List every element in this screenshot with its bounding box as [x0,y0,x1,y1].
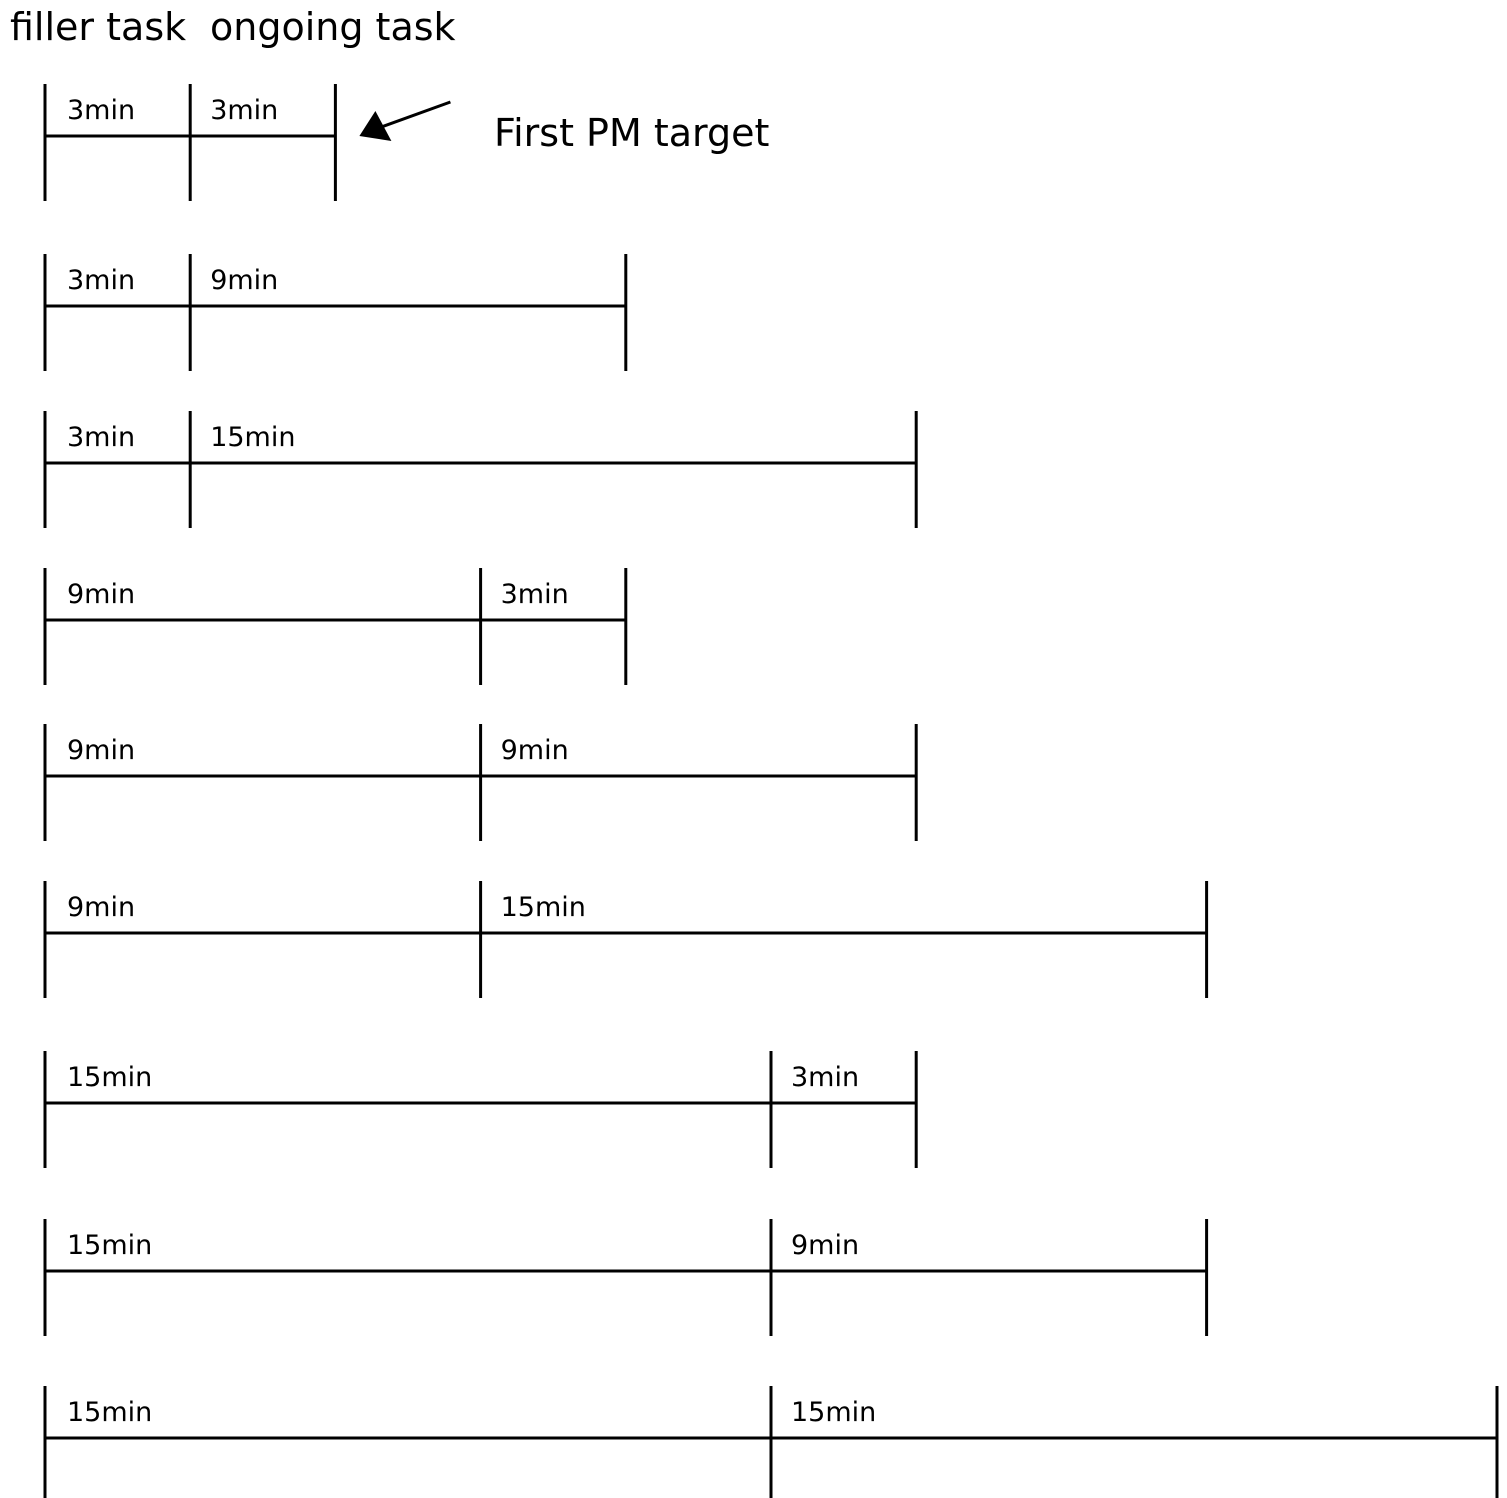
filler-duration-label: 15min [67,1230,152,1261]
ongoing-duration-label: 9min [210,265,278,296]
filler-duration-label: 9min [67,579,135,610]
filler-duration-label: 3min [67,95,135,126]
filler-duration-label: 15min [67,1397,152,1428]
ongoing-duration-label: 15min [210,422,295,453]
filler-duration-label: 9min [67,892,135,923]
ongoing-duration-label: 15min [501,892,586,923]
filler-duration-label: 3min [67,422,135,453]
filler-duration-label: 3min [67,265,135,296]
filler-task-header: filler task [10,5,186,49]
ongoing-duration-label: 3min [501,579,569,610]
timeline-row-4: 9min 3min [43,568,628,685]
timeline-row-6: 9min 15min [43,881,1209,998]
ongoing-duration-label: 9min [501,735,569,766]
arrow-head-icon [359,111,392,141]
first-pm-target-label: First PM target [494,111,769,155]
pm-target-annotation: First PM target [359,100,769,155]
timeline-row-2: 3min 9min [43,254,628,371]
timeline-row-9: 15min 15min [43,1386,1499,1498]
timeline-row-7: 15min 3min [43,1051,918,1168]
timeline-row-8: 15min 9min [43,1219,1209,1336]
timeline-row-1: 3min 3min [43,84,337,201]
filler-duration-label: 9min [67,735,135,766]
timeline-row-5: 9min 9min [43,724,918,841]
ongoing-duration-label: 3min [791,1062,859,1093]
ongoing-duration-label: 3min [210,95,278,126]
ongoing-task-header: ongoing task [210,5,456,49]
filler-duration-label: 15min [67,1062,152,1093]
arrow-shaft [380,100,451,129]
ongoing-duration-label: 15min [791,1397,876,1428]
ongoing-duration-label: 9min [791,1230,859,1261]
timeline-row-3: 3min 15min [43,411,918,528]
